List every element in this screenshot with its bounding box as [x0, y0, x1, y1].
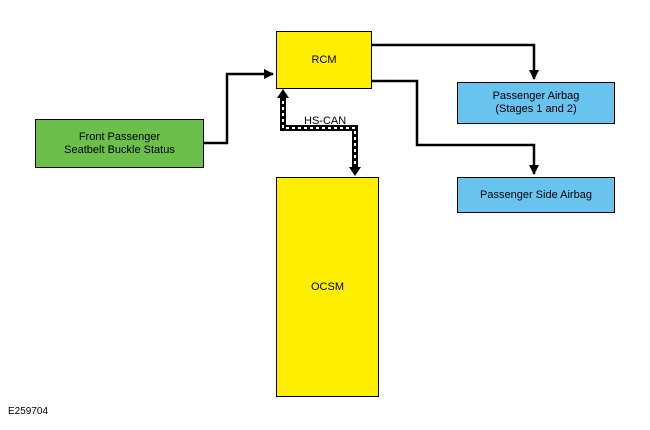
arrow-rcm-to-airbag — [372, 43, 539, 80]
arrow-seatbelt-to-rcm — [204, 69, 274, 145]
hs-can-arrow-down — [349, 167, 361, 176]
hs-can-label: HS-CAN — [304, 115, 347, 127]
seatbelt-label-line1: Front Passenger — [78, 130, 161, 143]
rcm-label: RCM — [311, 53, 337, 66]
rcm-box: RCM — [276, 31, 372, 89]
airbag-label-line1: Passenger Airbag — [492, 90, 580, 102]
hs-can-bus — [277, 89, 361, 176]
seatbelt-label-line2: Seatbelt Buckle Status — [64, 143, 175, 156]
arrow-rcm-to-side-airbag — [372, 79, 539, 175]
ocsm-label: OCSM — [311, 280, 344, 293]
ocsm-box: OCSM — [276, 177, 379, 397]
seatbelt-status-box: Front Passenger Seatbelt Buckle Status — [35, 119, 204, 168]
side-airbag-label: Passenger Side Airbag — [480, 188, 592, 201]
hs-can-arrow-up — [277, 89, 289, 98]
passenger-side-airbag-box: Passenger Side Airbag — [457, 177, 615, 213]
figure-id: E259704 — [8, 406, 49, 417]
passenger-airbag-box: Passenger Airbag (Stages 1 and 2) — [457, 82, 615, 124]
airbag-label-line2: (Stages 1 and 2) — [495, 103, 577, 115]
